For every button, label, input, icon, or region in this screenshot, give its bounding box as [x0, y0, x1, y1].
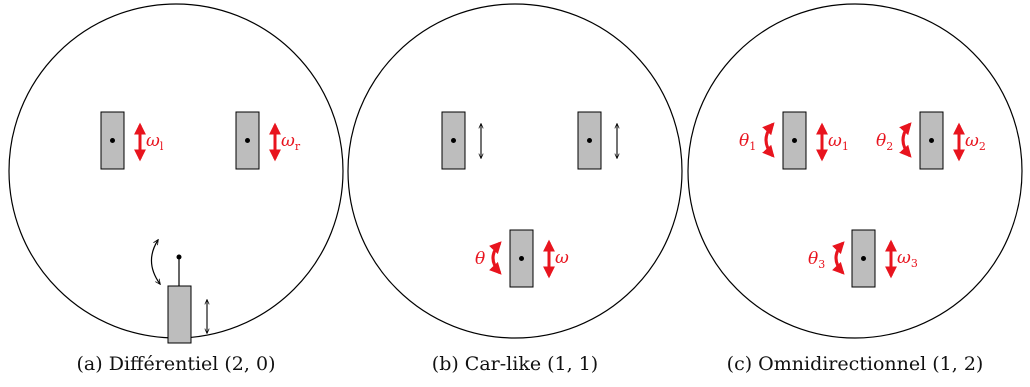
wheel-3 [851, 229, 876, 288]
omega-3-label: ω3 [897, 248, 918, 270]
caption-omnidirectional: (c) Omnidirectionnel (1, 2) [726, 353, 984, 375]
rear-right-wheel [577, 111, 602, 170]
caption-differential: (a) Différentiel (2, 0) [76, 353, 276, 375]
wheel-1 [782, 111, 807, 170]
theta-2-label: θ2 [876, 131, 893, 153]
omega-label: ω [555, 248, 569, 268]
left-wheel [100, 111, 125, 170]
caster-wheel [167, 254, 192, 344]
theta-3-label: θ3 [808, 249, 825, 271]
wheel-2 [919, 111, 944, 170]
wheel-1-steer-arrow [762, 122, 775, 158]
omega-r-label: ωr [281, 131, 301, 153]
omega-2-label: ω2 [965, 131, 986, 153]
theta-label: θ [475, 249, 485, 269]
omega-l-label: ωl [146, 131, 164, 153]
panel-omnidirectional: θ1 ω1 θ2 ω2 θ3 ω3 [687, 3, 1023, 339]
caster-swivel-arrow [150, 240, 160, 284]
omega-1-label: ω1 [828, 131, 849, 153]
front-steered-wheel [509, 229, 534, 288]
wheel-3-steer-arrow [832, 241, 845, 275]
panel-car-like: θ ω [347, 3, 683, 339]
wheel-2-steer-arrow [899, 122, 912, 158]
panel-differential: ωl ωr [8, 3, 344, 344]
robot-body-circle [347, 3, 683, 339]
rear-left-wheel [441, 111, 466, 170]
right-wheel [235, 111, 260, 170]
theta-1-label: θ1 [739, 131, 756, 153]
steering-arrow [489, 241, 502, 275]
caption-car-like: (b) Car-like (1, 1) [431, 353, 599, 375]
robot-body-circle [687, 3, 1023, 339]
